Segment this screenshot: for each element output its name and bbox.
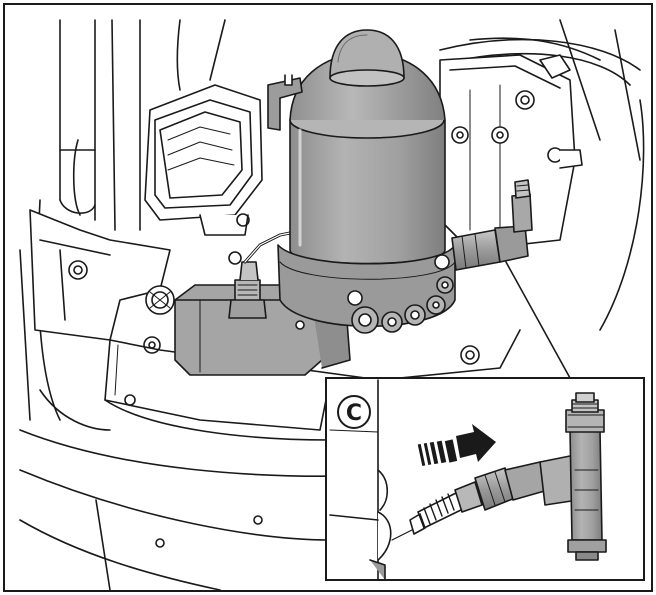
- work-light: [144, 84, 263, 236]
- callout-label: C: [346, 401, 362, 426]
- callout-circle-icon: C: [337, 395, 371, 429]
- electrical-connector: [228, 230, 297, 319]
- callout-t-piece: [539, 392, 607, 561]
- callout-leader-line: [505, 261, 571, 379]
- mast-cylinders: [59, 19, 226, 231]
- pump-base: [277, 244, 456, 334]
- callout-detail-box: C: [325, 377, 645, 581]
- pump-housing: [439, 54, 583, 251]
- direction-arrow-icon: [417, 424, 496, 466]
- hose-spring-connector: [391, 461, 549, 541]
- left-bracket: [29, 209, 175, 354]
- outlet-t-fitting: [451, 179, 533, 271]
